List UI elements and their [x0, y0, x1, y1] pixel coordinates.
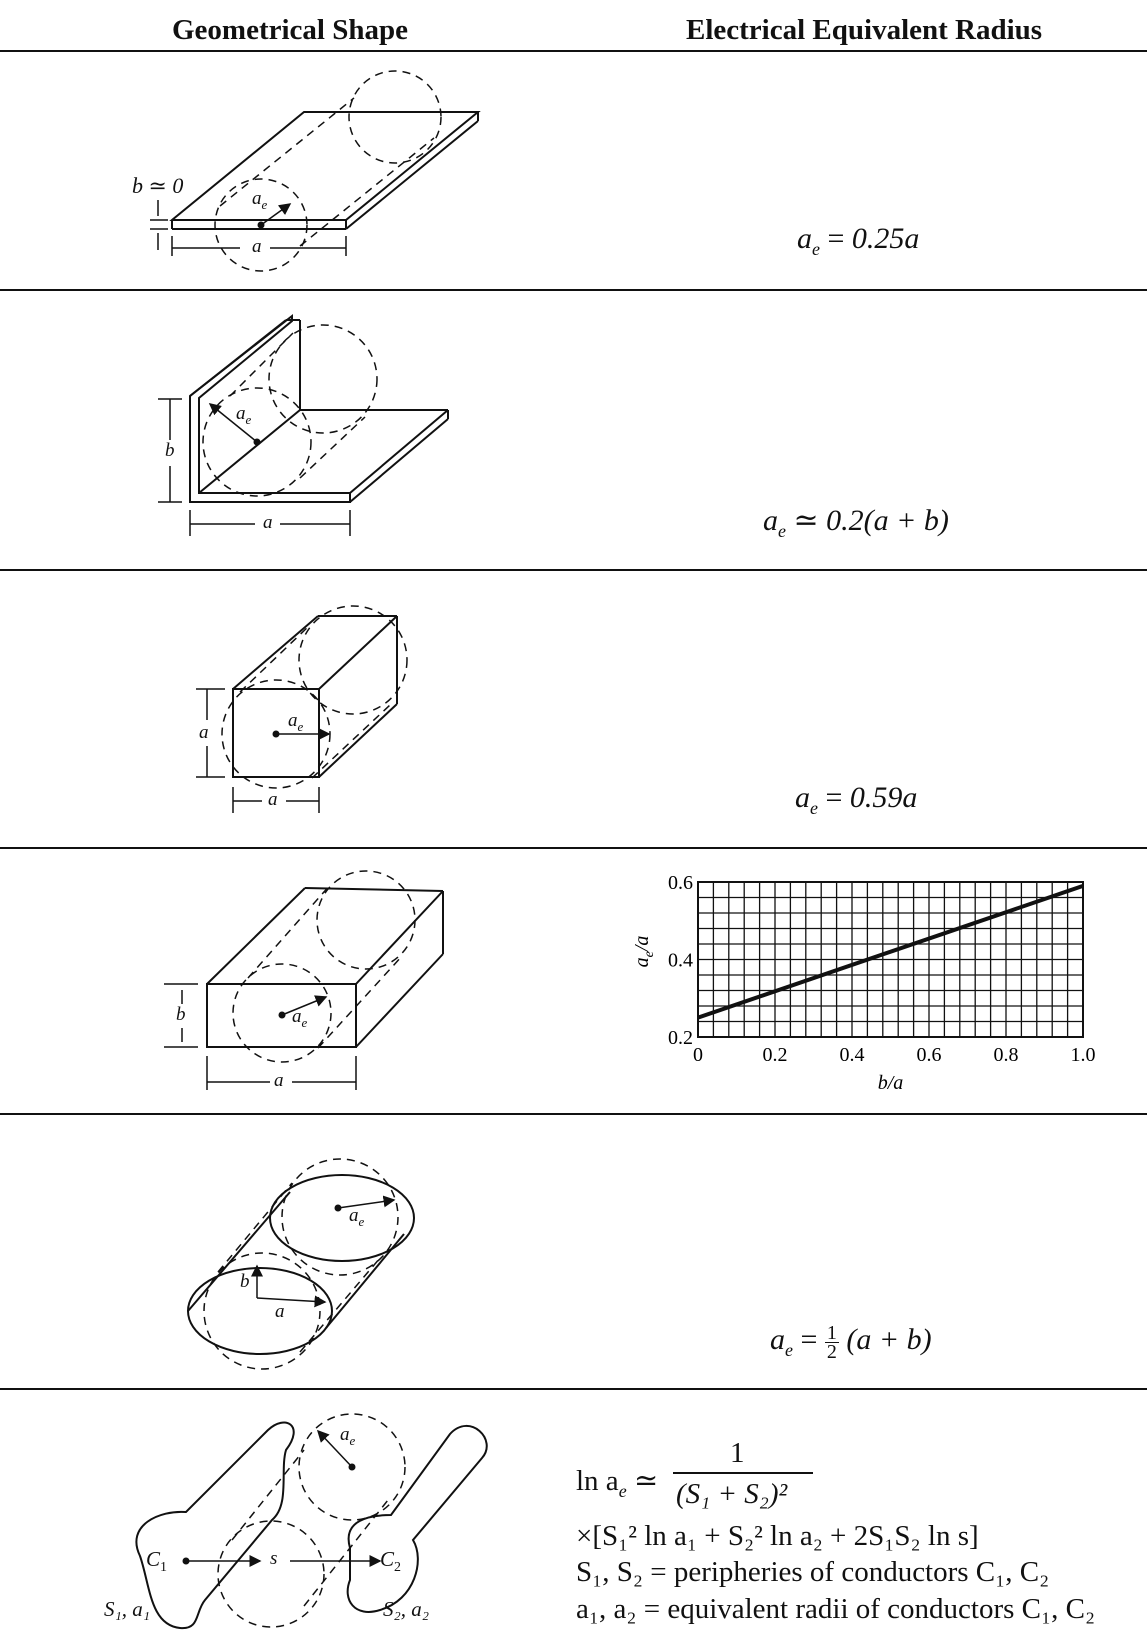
x-tick-label: 0.8	[994, 1044, 1019, 1066]
elliptical-cylinder-shape	[187, 1158, 415, 1370]
header-rule	[0, 50, 1147, 52]
label-s: s	[270, 1548, 278, 1569]
label-a-row5: a	[275, 1301, 285, 1322]
label-a-bottom-row3: a	[268, 789, 278, 810]
formula-row1: ae = 0.25a	[797, 222, 920, 259]
y-tick-label: 0.2	[668, 1027, 693, 1049]
plot-frame	[697, 881, 1084, 1038]
two-conductors-shape	[135, 1413, 488, 1630]
label-ae-row1: ae	[252, 188, 268, 212]
x-tick-label: 0.2	[763, 1044, 788, 1066]
formula-row3: ae = 0.59a	[795, 781, 918, 818]
label-ae-row3: ae	[288, 710, 304, 734]
label-ae-row6: ae	[340, 1424, 356, 1448]
angle-shape	[158, 313, 449, 536]
formula-row6-line2: ×[S₁² ln a₁ + S₂² ln a₂ + 2S₁S₂ ln s]	[576, 1520, 979, 1552]
label-c1: C1	[146, 1547, 168, 1576]
formula-row2: ae ≃ 0.2(a + b)	[763, 504, 949, 541]
label-s2a2: S₂, a₂	[383, 1597, 430, 1621]
label-a-row4: a	[274, 1070, 284, 1091]
x-tick-label: 0.6	[917, 1044, 942, 1066]
label-ae-row4: ae	[292, 1006, 308, 1030]
label-a-row1: a	[252, 236, 262, 257]
x-tick-label: 0	[693, 1044, 703, 1066]
formula-row6-lhs: ln ae ≃	[576, 1465, 659, 1501]
label-b-row4: b	[176, 1004, 186, 1025]
header-geometrical-shape: Geometrical Shape	[172, 14, 408, 46]
formula-row6-denominator: (S₁ + S₂)²	[676, 1478, 788, 1510]
label-ae-row5: ae	[349, 1205, 365, 1229]
label-ae-row2: ae	[236, 403, 252, 427]
y-axis-label: ae/a	[631, 936, 657, 968]
label-c2: C2	[380, 1547, 402, 1576]
y-tick-label: 0.4	[668, 950, 693, 972]
y-tick-label: 0.6	[668, 872, 693, 894]
series-line	[697, 883, 1084, 1020]
label-a-row2: a	[263, 512, 273, 533]
x-axis-label: b/a	[878, 1072, 904, 1094]
row-divider-4	[0, 1113, 1147, 1115]
row-divider-2	[0, 569, 1147, 571]
formula-row6-numerator: 1	[730, 1437, 745, 1469]
label-a-side-row3: a	[199, 722, 209, 743]
row-divider-5	[0, 1388, 1147, 1390]
x-tick-label: 1.0	[1071, 1044, 1096, 1066]
formula-row6-fraction-bar	[673, 1472, 813, 1474]
x-tick-label: 0.4	[840, 1044, 865, 1066]
header-equivalent-radius: Electrical Equivalent Radius	[686, 14, 1043, 46]
row-divider-1	[0, 289, 1147, 291]
rectangular-bar-shape	[164, 870, 444, 1090]
row-divider-3	[0, 847, 1147, 849]
label-b-zero: b ≃ 0	[132, 173, 184, 198]
label-b-row2: b	[165, 440, 175, 461]
label-b-row5: b	[240, 1271, 250, 1292]
formula-row6-line4: a₁, a₂ = equivalent radii of conductors …	[576, 1593, 1096, 1625]
square-bar-shape	[196, 605, 408, 813]
thin-strip-shape	[150, 70, 481, 272]
label-s1a1: S₁, a₁	[104, 1597, 151, 1621]
formula-row6-line3: S₁, S₂ = peripheries of conductors C₁, C…	[576, 1556, 1050, 1588]
